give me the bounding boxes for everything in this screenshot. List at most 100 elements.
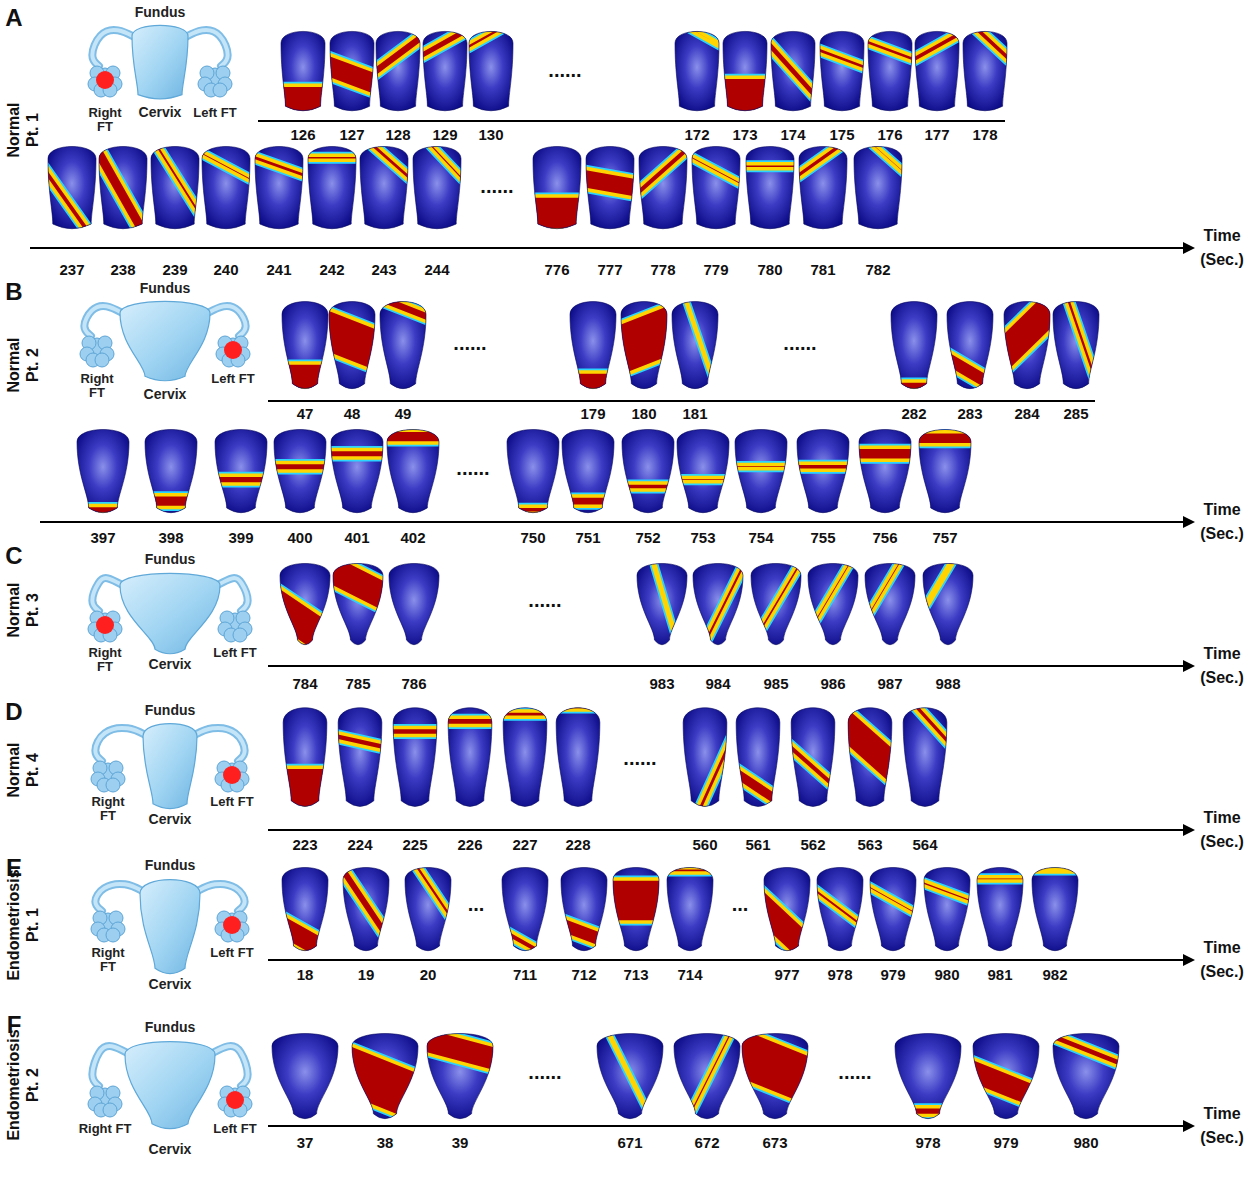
time-stamp: 988 bbox=[935, 676, 960, 693]
uterus-surface bbox=[556, 708, 600, 807]
time-axis bbox=[268, 665, 1185, 667]
anatomy-label: Right FT bbox=[75, 372, 119, 401]
time-stamp: 243 bbox=[371, 262, 396, 279]
uterus-outline bbox=[570, 302, 616, 389]
uterus-frame bbox=[245, 146, 312, 228]
uterus-frame bbox=[584, 981, 676, 1170]
uterus-frame bbox=[396, 830, 460, 951]
band-edge bbox=[612, 301, 676, 380]
time-stamp: 981 bbox=[987, 967, 1012, 984]
time-stamp: 980 bbox=[934, 967, 959, 984]
uterus-frame bbox=[808, 868, 872, 951]
pacing-site-dot bbox=[96, 71, 114, 89]
ellipsis: ...... bbox=[528, 589, 561, 611]
time-stamp: 780 bbox=[757, 262, 782, 279]
activation-band bbox=[725, 465, 798, 469]
uterus-frame bbox=[552, 430, 625, 513]
uterus-outline bbox=[308, 146, 356, 228]
time-stamp: 982 bbox=[1042, 967, 1067, 984]
uterus-schematic bbox=[88, 573, 252, 653]
activation-band bbox=[192, 146, 259, 187]
ellipsis: ...... bbox=[480, 175, 513, 197]
uterus-outline bbox=[329, 302, 375, 389]
uterus-surface bbox=[331, 430, 383, 513]
activation-band bbox=[552, 496, 625, 506]
uterus-frame bbox=[849, 430, 922, 513]
uterus-frame bbox=[414, 1024, 506, 1119]
time-stamp: 401 bbox=[344, 530, 369, 547]
band-edge bbox=[627, 470, 697, 712]
uterus-frame bbox=[377, 430, 450, 513]
fallopian-tube-lumen bbox=[92, 1046, 129, 1086]
ellipsis: ...... bbox=[548, 59, 581, 81]
fallopian-tube bbox=[95, 728, 147, 761]
time-stamp: 984 bbox=[705, 676, 730, 693]
panel-letter: A bbox=[5, 5, 22, 31]
uterus-frame bbox=[612, 430, 685, 513]
ovary bbox=[88, 611, 122, 642]
uterus-frame bbox=[629, 136, 696, 229]
band-core bbox=[497, 506, 570, 513]
time-stamp: 241 bbox=[266, 262, 291, 279]
band-edge bbox=[371, 289, 435, 325]
uterus-outline bbox=[677, 430, 729, 513]
fallopian-tube-lumen bbox=[95, 728, 147, 761]
band-core bbox=[414, 1024, 506, 1075]
time-stamp: 239 bbox=[162, 262, 187, 279]
time-stamp: 979 bbox=[880, 967, 905, 984]
activation-band bbox=[781, 734, 845, 801]
uterus-frame bbox=[859, 31, 921, 110]
pacing-site-dot bbox=[224, 341, 242, 359]
uterus-frame bbox=[714, 31, 776, 114]
band-edge bbox=[714, 77, 776, 114]
time-stamp: 983 bbox=[649, 676, 674, 693]
uterus-outline bbox=[330, 31, 374, 110]
uterus-frame bbox=[1040, 1027, 1132, 1119]
band-core bbox=[561, 372, 625, 390]
pacing-site-dot bbox=[223, 766, 241, 784]
ellipsis: ...... bbox=[623, 747, 656, 769]
activation-band bbox=[604, 879, 668, 922]
ovary bbox=[80, 336, 114, 367]
uterus-outline bbox=[637, 563, 687, 644]
ovary-lobe bbox=[233, 628, 247, 642]
activation-band bbox=[273, 363, 337, 390]
uterus-outline bbox=[343, 868, 389, 951]
time-stamp: 399 bbox=[228, 530, 253, 547]
time-stamp: 980 bbox=[1073, 1135, 1098, 1152]
anatomy-label: Fundus bbox=[145, 703, 196, 718]
band-edge bbox=[493, 921, 557, 966]
axis-arrowhead bbox=[1183, 242, 1195, 254]
ovary bbox=[218, 1086, 252, 1117]
uterus-outline bbox=[145, 430, 197, 513]
uterus-frame bbox=[323, 549, 393, 645]
activation-band bbox=[523, 196, 590, 230]
uterus-surface bbox=[507, 430, 559, 513]
time-stamp: 228 bbox=[565, 837, 590, 854]
time-stamp: 173 bbox=[732, 127, 757, 144]
uterus-outline bbox=[667, 868, 713, 951]
uterus-surface bbox=[338, 708, 382, 807]
uterus-body bbox=[125, 1042, 215, 1129]
uterus-frame bbox=[497, 430, 570, 514]
time-stamp: 19 bbox=[358, 967, 375, 984]
ovary-lobe bbox=[213, 83, 227, 97]
band-core bbox=[736, 164, 803, 169]
uterus-outline bbox=[1053, 1034, 1119, 1119]
uterus-outline bbox=[683, 708, 727, 807]
uterus-frame bbox=[787, 430, 860, 513]
uterus-outline bbox=[854, 146, 902, 228]
fallopian-tube bbox=[196, 884, 245, 911]
band-core bbox=[523, 196, 590, 230]
time-stamp: 282 bbox=[901, 406, 926, 423]
band-edge bbox=[141, 116, 208, 233]
band-edge bbox=[762, 30, 824, 111]
uterus-frame bbox=[493, 868, 557, 966]
uterus-frame bbox=[1023, 868, 1087, 951]
axis-arrowhead bbox=[1183, 1120, 1195, 1132]
band-edge bbox=[781, 734, 845, 801]
band-edge bbox=[383, 727, 447, 735]
uterus-frame bbox=[38, 146, 105, 262]
uterus-frame bbox=[661, 983, 753, 1178]
pacing-site-dot bbox=[223, 916, 241, 934]
